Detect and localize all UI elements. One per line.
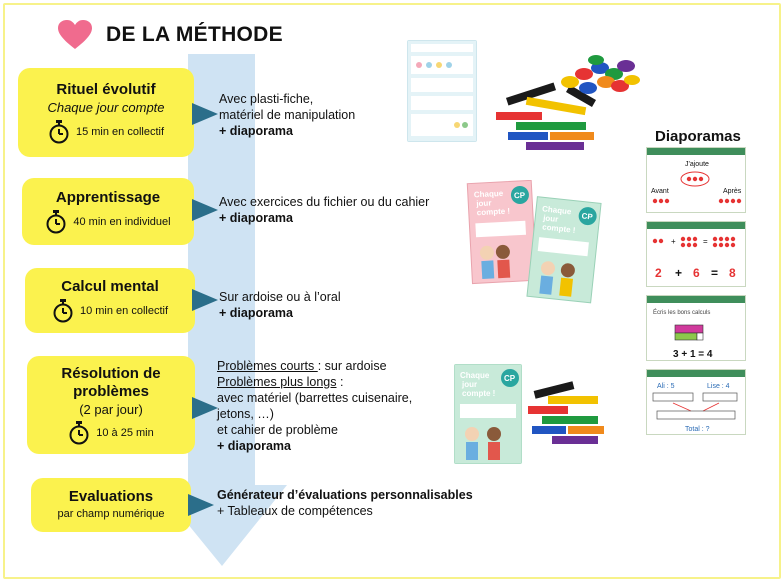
- counters-image: [561, 55, 640, 94]
- slide-number: 6: [693, 266, 700, 280]
- slide-caption: Écris les bons calculs: [653, 309, 710, 316]
- step-subtitle: par champ numérique: [57, 508, 165, 520]
- slide-heading: J'ajoute: [685, 161, 709, 168]
- step-title: Evaluations: [68, 488, 154, 505]
- cover-title-line: compte !: [462, 389, 495, 398]
- heart-icon: [58, 20, 92, 49]
- step-duration: 40 min en individuel: [73, 216, 171, 228]
- slide-total: Total : ?: [685, 426, 710, 433]
- slide-thumbnail-2: + = 2 + 6 = 8: [646, 221, 746, 287]
- step-description: Avec exercices du fichier ou du cahier +…: [219, 195, 430, 225]
- page-frame: [3, 3, 781, 579]
- step-description: Sur ardoise ou à l’oral + diaporama: [219, 290, 341, 320]
- slide-label-left: Ali : 5: [657, 383, 675, 390]
- step-evaluations: Evaluations par champ numérique: [31, 478, 191, 532]
- workbook-covers-image: Chaque jour compte ! CP Chaque jour comp…: [466, 180, 602, 304]
- cover-title-line: Chaque: [474, 189, 504, 200]
- svg-text:=: =: [703, 237, 708, 246]
- arrow-right-icon: [192, 397, 218, 419]
- diaporamas-title: Diaporamas: [655, 128, 741, 145]
- slide-thumbnail-4: Ali : 5 Lise : 4 Total : ?: [646, 369, 746, 435]
- header: DE LA MÉTHODE: [58, 20, 283, 50]
- step-subtitle: (2 par jour): [79, 402, 143, 417]
- step-calcul-mental: Calcul mental 10 min en collectif: [25, 268, 195, 333]
- stopwatch-icon: [46, 210, 66, 234]
- cover-badge: CP: [581, 211, 594, 221]
- stopwatch-icon: [49, 120, 69, 144]
- step-apprentissage: Apprentissage 40 min en individuel: [22, 178, 194, 245]
- stopwatch-icon: [53, 299, 73, 323]
- slide-operator: =: [711, 266, 718, 280]
- slide-label-right: Lise : 4: [707, 383, 730, 390]
- step-rituel: Rituel évolutif Chaque jour compte 15 mi…: [18, 68, 194, 157]
- step-resolution: Résolution de problèmes (2 par jour) 10 …: [27, 356, 195, 454]
- slide-equation: 3 + 1 = 4: [673, 349, 713, 360]
- slide-operator: +: [675, 266, 682, 280]
- step-description: Problèmes courts : sur ardoise Problèmes…: [217, 359, 413, 453]
- step-duration: 10 min en collectif: [79, 305, 169, 317]
- page-title: DE LA MÉTHODE: [106, 23, 283, 46]
- arrow-right-icon: [192, 289, 218, 311]
- cuisenaire-rods-image: [496, 82, 596, 150]
- slide-number: 8: [729, 266, 736, 280]
- cover-badge: CP: [504, 374, 516, 383]
- arrow-right-icon: [192, 199, 218, 221]
- step-subtitle: Chaque jour compte: [47, 100, 165, 115]
- cover-title-line: jour: [475, 198, 492, 208]
- cover-badge: CP: [514, 191, 526, 201]
- step-title: Rituel évolutif: [56, 81, 156, 98]
- slide-number: 2: [655, 266, 662, 280]
- step-title: Apprentissage: [55, 189, 161, 206]
- step-title: Résolution de: [61, 365, 161, 382]
- cover-title-line: jour: [542, 213, 559, 224]
- worksheet-image: [407, 40, 477, 142]
- slide-thumbnail-3: Écris les bons calculs 3 + 1 = 4: [646, 295, 746, 361]
- cover-title-line: compte !: [477, 206, 511, 217]
- step-title: problèmes: [73, 383, 149, 400]
- cover-title-line: jour: [461, 380, 477, 389]
- cuisenaire-rods-image-2: [528, 381, 604, 444]
- arrow-right-icon: [192, 103, 218, 125]
- slide-thumbnail-1: J'ajoute Avant Après: [646, 147, 746, 213]
- step-duration: 15 min en collectif: [75, 126, 165, 138]
- step-duration: 10 à 25 min: [96, 427, 154, 439]
- step-description: Avec plasti-fiche, matériel de manipulat…: [219, 92, 356, 138]
- cover-title-line: compte !: [542, 222, 576, 234]
- cover-title-line: Chaque: [542, 204, 573, 216]
- arrow-right-icon: [188, 494, 214, 516]
- step-description: Générateur d’évaluations personnalisable…: [217, 488, 473, 518]
- step-title: Calcul mental: [61, 278, 159, 295]
- problem-book-cover-image: Chaque jour compte ! CP: [454, 364, 522, 464]
- svg-text:+: +: [671, 237, 676, 246]
- cover-title-line: Chaque: [460, 371, 490, 380]
- slide-label-right: Après: [723, 188, 742, 195]
- slide-label-left: Avant: [651, 188, 669, 195]
- stopwatch-icon: [69, 421, 89, 445]
